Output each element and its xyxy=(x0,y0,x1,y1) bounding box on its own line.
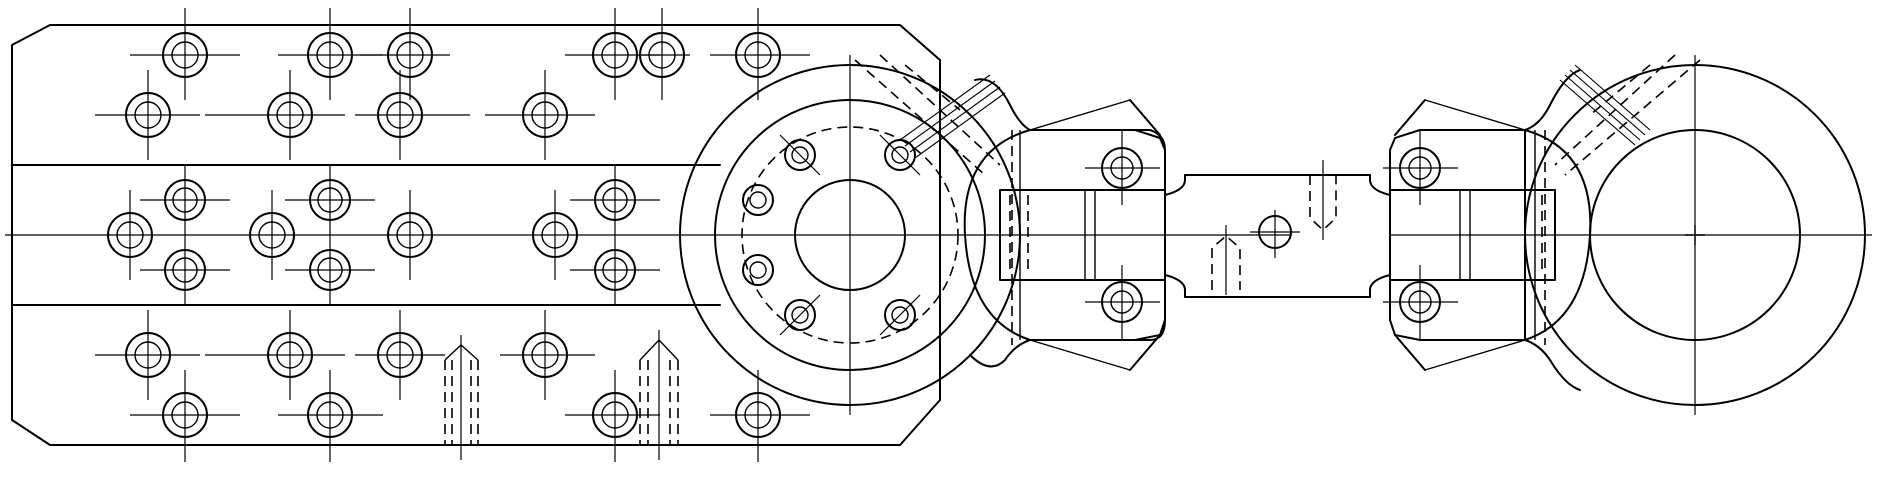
bolt-hole xyxy=(570,165,660,235)
bolt-hole xyxy=(278,370,383,462)
bolt-hole xyxy=(95,310,200,400)
bolt-hole xyxy=(570,235,660,305)
bolt-hole xyxy=(565,8,660,100)
bolt-hole xyxy=(387,190,433,280)
clevis-bolt-hole xyxy=(1085,130,1160,205)
flange-bolt-hole xyxy=(784,299,816,331)
bolt-hole xyxy=(710,370,810,462)
shaft-center-hole xyxy=(1250,210,1300,258)
bolt-hole xyxy=(140,235,230,305)
bolt-hole xyxy=(360,8,450,100)
bolt-hole-row-2 xyxy=(95,70,595,160)
center-shaft xyxy=(1164,160,1391,298)
bolt-hole xyxy=(130,370,240,462)
bolt-hole-row-6 xyxy=(95,310,595,400)
bolt-hole xyxy=(500,310,595,400)
tapped-hole-section-1 xyxy=(444,335,479,460)
flange-bolt-hole xyxy=(742,254,774,286)
bolt-hole xyxy=(278,8,383,100)
bolt-hole xyxy=(532,190,578,280)
bolt-hole-row-1 xyxy=(130,8,810,100)
right-eye xyxy=(1390,55,1872,415)
clevis-bolt-hole xyxy=(1085,265,1160,340)
bolt-hole-row-4 xyxy=(107,190,578,280)
bolt-hole xyxy=(205,310,345,400)
right-arm xyxy=(1524,54,1701,391)
bolt-hole xyxy=(205,70,345,160)
bolt-hole xyxy=(355,70,470,160)
bolt-hole xyxy=(285,235,375,305)
clevis-bolt-hole xyxy=(1383,265,1458,340)
bolt-hole xyxy=(95,70,200,160)
bolt-hole xyxy=(639,8,690,100)
flange-bolt-hole xyxy=(742,184,774,216)
left-arm xyxy=(854,54,1166,368)
left-hub xyxy=(679,55,1021,415)
bolt-hole xyxy=(565,370,660,462)
bolt-hole xyxy=(249,190,295,280)
flange-bolt-hole xyxy=(884,299,916,331)
bolt-hole-row-3 xyxy=(140,165,660,235)
tapped-hole-section-2 xyxy=(639,330,679,460)
bolt-hole xyxy=(710,8,810,100)
flange-bolt-hole xyxy=(784,139,816,171)
bolt-hole xyxy=(485,70,595,160)
bolt-hole xyxy=(130,8,240,100)
bolt-hole xyxy=(355,310,445,400)
bolt-hole xyxy=(140,165,230,235)
bolt-hole-row-5 xyxy=(140,235,660,305)
bolt-hole xyxy=(107,190,153,280)
bolt-hole xyxy=(285,165,375,235)
clevis-bolt-hole xyxy=(1383,130,1458,205)
bolt-hole-row-7 xyxy=(130,370,810,462)
